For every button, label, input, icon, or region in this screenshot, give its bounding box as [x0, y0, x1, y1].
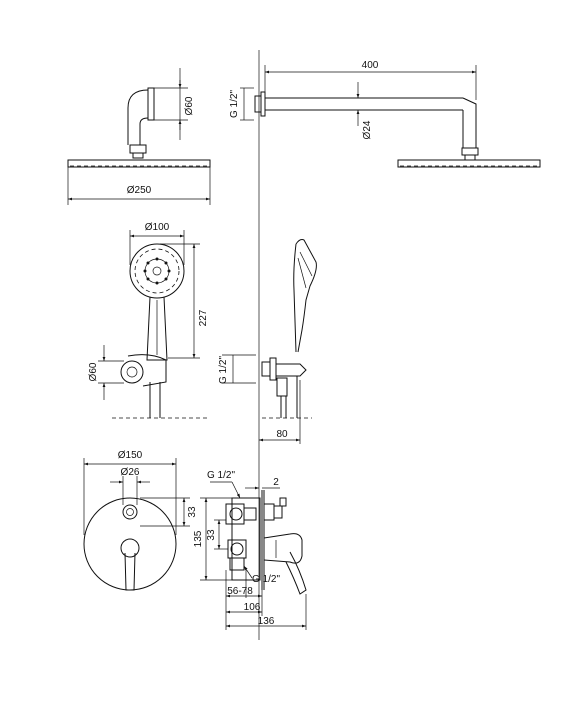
knob-diameter-label: Ø26 — [121, 467, 140, 478]
arm-length-label: 400 — [362, 60, 379, 71]
arm-diameter-label: Ø24 — [362, 120, 373, 139]
inlet-top-label: G 1/2" — [207, 470, 235, 481]
shower-head-top-view — [67, 68, 211, 205]
gap-2-label: 2 — [273, 477, 279, 488]
hand-shower-front-view — [98, 230, 210, 419]
hand-shower-side-view — [222, 239, 317, 444]
flange-diameter-label: Ø60 — [184, 96, 195, 115]
depth-136-label: 136 — [258, 616, 275, 627]
hand-shower-length-label: 227 — [198, 309, 209, 326]
holder-diameter-label: Ø60 — [88, 362, 99, 381]
mixer-plate-front-view — [83, 458, 190, 591]
mixer-side-view — [200, 481, 307, 630]
holder-offset-label: 80 — [276, 429, 288, 440]
wall-connection-top-label: G 1/2" — [229, 90, 240, 118]
depth-range-label: 56-78 — [227, 586, 253, 597]
depth-106-label: 106 — [244, 602, 261, 613]
shower-arm-side-view — [240, 65, 541, 168]
height-135-label: 135 — [193, 530, 204, 547]
plate-diameter-label: Ø150 — [118, 450, 143, 461]
outlet-bottom-label: G 1/2" — [252, 574, 280, 585]
knob-offset-label: 33 — [187, 506, 198, 518]
height-33-label: 33 — [206, 529, 217, 541]
head-diameter-label: Ø250 — [127, 185, 152, 196]
hand-shower-diameter-label: Ø100 — [145, 222, 170, 233]
wall-connection-middle-label: G 1/2" — [218, 356, 229, 384]
